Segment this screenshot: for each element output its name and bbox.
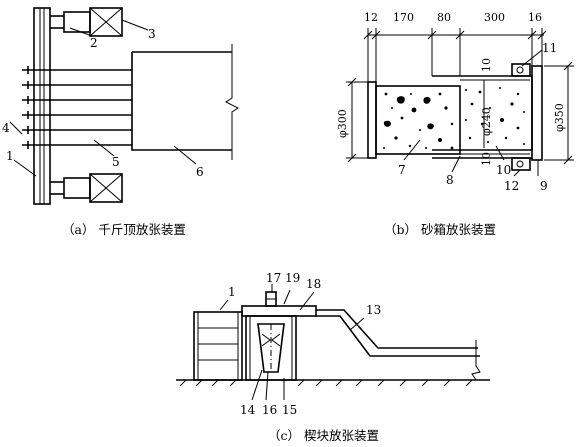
b-piston <box>367 81 461 159</box>
b-dim-phi300: φ300 <box>336 109 349 138</box>
a-lower-jack-box <box>89 173 123 203</box>
a-upper-jack-box <box>89 7 123 37</box>
c-concrete-beam <box>316 309 480 357</box>
a-caption: （a） 千斤顶放张装置 <box>62 222 186 237</box>
a-tendons <box>22 66 132 149</box>
c-label-16: 16 <box>262 403 277 417</box>
c-label-1: 1 <box>228 285 236 299</box>
c-label-14: 14 <box>240 403 256 417</box>
c-label-19: 19 <box>285 271 300 285</box>
b-dim-10-top: 10 <box>480 58 493 72</box>
c-wedge-box <box>245 315 297 381</box>
b-label-8: 8 <box>446 173 454 187</box>
a-upper-jack <box>50 7 123 37</box>
b-dim-phi350: φ350 <box>553 103 566 132</box>
a-label-5: 5 <box>112 155 120 169</box>
c-caption: （c） 楔块放张装置 <box>268 428 379 443</box>
b-dim-80: 80 <box>437 11 451 24</box>
b-label-12: 12 <box>504 179 519 193</box>
b-dimension-top <box>363 28 547 82</box>
a-label-4: 4 <box>2 121 10 135</box>
a-lower-jack <box>50 173 123 203</box>
c-label-18: 18 <box>306 277 321 291</box>
panel-a-jack-release: 1 2 3 4 5 6 （a） 千斤顶放张装置 <box>2 7 239 237</box>
c-bolt <box>265 291 277 307</box>
b-label-9: 9 <box>540 179 548 193</box>
a-label-1: 1 <box>6 149 14 163</box>
b-end-plate <box>531 65 543 161</box>
c-left-frame <box>193 311 243 381</box>
panel-c-wedge-release: 1 13 14 15 16 17 18 19 （c） 楔块放张装置 <box>176 271 490 443</box>
panel-b-sandbox-release: 12 170 80 300 16 φ300 φ350 <box>336 11 574 237</box>
b-dim-16: 16 <box>528 11 542 24</box>
c-label-13: 13 <box>366 303 381 317</box>
b-label-11: 11 <box>542 41 557 55</box>
a-frame-column <box>33 7 51 205</box>
b-dim-300: 300 <box>484 11 505 24</box>
b-label-10: 10 <box>496 163 511 177</box>
b-steel-box <box>432 63 543 171</box>
a-label-6: 6 <box>196 165 204 179</box>
b-dim-170: 170 <box>393 11 414 24</box>
b-dim-10-bottom: 10 <box>480 152 493 166</box>
b-label-7: 7 <box>398 163 406 177</box>
c-label-15: 15 <box>282 403 297 417</box>
c-label-17: 17 <box>266 271 281 285</box>
b-dim-12: 12 <box>364 11 378 24</box>
b-caption: （b） 砂箱放张装置 <box>384 222 496 237</box>
a-label-2: 2 <box>90 36 98 50</box>
b-dim-phi240: φ240 <box>480 107 493 136</box>
a-concrete-member <box>131 44 239 160</box>
a-label-3: 3 <box>148 27 156 41</box>
c-top-beam <box>241 305 317 317</box>
c-wedge <box>257 323 285 373</box>
